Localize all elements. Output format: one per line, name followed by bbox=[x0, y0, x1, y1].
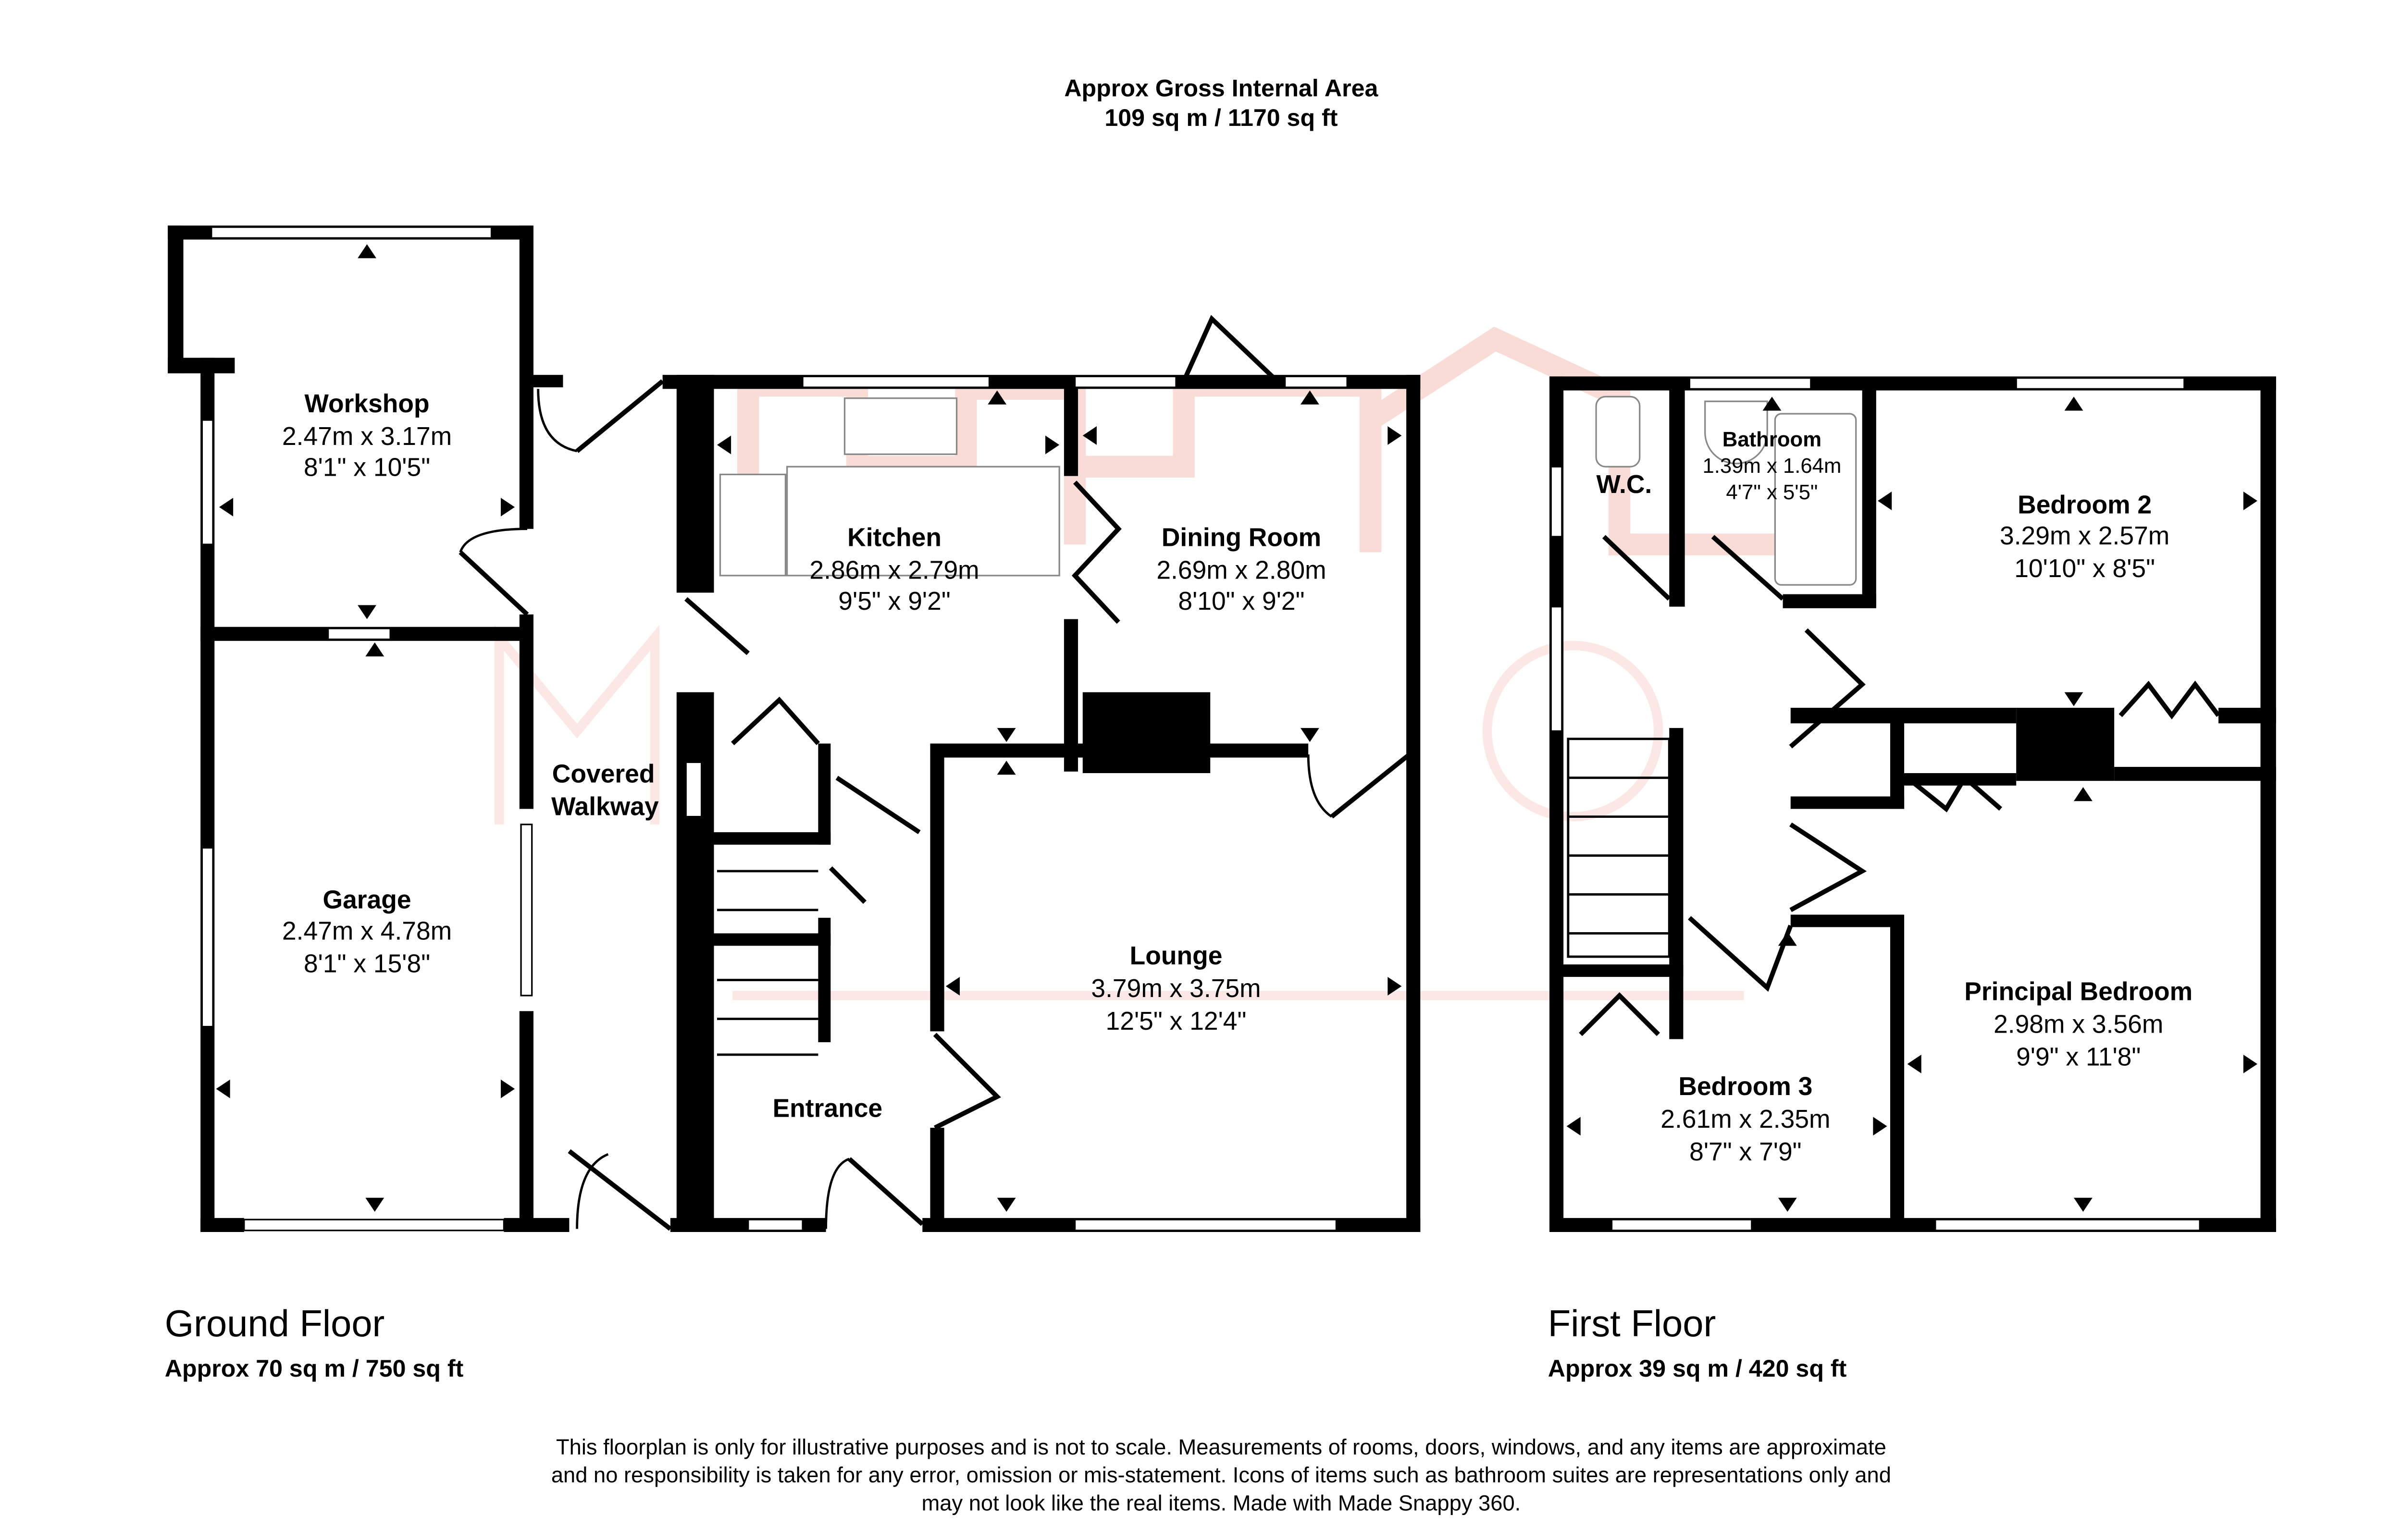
room-imperial: 10'10" x 8'5" bbox=[2014, 554, 2155, 583]
room-imperial: 8'1" x 15'8" bbox=[304, 949, 430, 978]
dimension-arrows bbox=[216, 244, 2257, 1212]
room-name: Bedroom 3 bbox=[1678, 1072, 1812, 1101]
room-metric: 2.47m x 4.78m bbox=[282, 917, 452, 945]
room-bedroom-2: Bedroom 2 3.29m x 2.57m 10'10" x 8'5" bbox=[2000, 491, 2169, 583]
ground-floor-label: Ground Floor bbox=[165, 1303, 385, 1344]
room-imperial: 12'5" x 12'4" bbox=[1106, 1007, 1247, 1035]
room-name: Entrance bbox=[773, 1094, 883, 1122]
room-name: Bathroom bbox=[1722, 428, 1821, 451]
room-metric: 2.47m x 3.17m bbox=[282, 422, 452, 451]
ground-floor-walls bbox=[168, 225, 1421, 1232]
room-name: Garage bbox=[323, 886, 411, 914]
room-metric: 2.61m x 2.35m bbox=[1660, 1105, 1830, 1133]
ground-floor-area: Approx 70 sq m / 750 sq ft bbox=[165, 1355, 464, 1382]
room-name: Dining Room bbox=[1162, 523, 1321, 552]
room-name: W.C. bbox=[1597, 470, 1652, 499]
room-name: Kitchen bbox=[847, 523, 941, 552]
room-name: Workshop bbox=[305, 390, 430, 418]
room-imperial: 8'7" x 7'9" bbox=[1689, 1138, 1802, 1166]
room-imperial: 8'10" x 9'2" bbox=[1178, 587, 1304, 616]
room-dining: Dining Room 2.69m x 2.80m 8'10" x 9'2" bbox=[1156, 523, 1326, 616]
room-metric: 1.39m x 1.64m bbox=[1702, 454, 1841, 478]
disclaimer: This floorplan is only for illustrative … bbox=[551, 1435, 1891, 1515]
room-wc: W.C. bbox=[1597, 470, 1652, 499]
gross-area-value: 109 sq m / 1170 sq ft bbox=[1104, 104, 1338, 131]
room-name: Principal Bedroom bbox=[1964, 978, 2192, 1006]
room-covered-walkway: Covered Walkway bbox=[551, 760, 659, 821]
first-floor-walls bbox=[1549, 376, 2276, 1232]
room-name-2: Walkway bbox=[551, 792, 659, 821]
room-imperial: 4'7" x 5'5" bbox=[1726, 480, 1818, 504]
room-lounge: Lounge 3.79m x 3.75m 12'5" x 12'4" bbox=[1091, 942, 1261, 1035]
room-imperial: 9'5" x 9'2" bbox=[838, 587, 950, 616]
room-imperial: 8'1" x 10'5" bbox=[304, 454, 430, 482]
first-floor-label: First Floor bbox=[1548, 1303, 1716, 1344]
room-metric: 3.79m x 3.75m bbox=[1091, 974, 1261, 1003]
first-floor-area: Approx 39 sq m / 420 sq ft bbox=[1548, 1355, 1847, 1382]
disclaimer-line: may not look like the real items. Made w… bbox=[922, 1491, 1521, 1515]
room-kitchen: Kitchen 2.86m x 2.79m 9'5" x 9'2" bbox=[809, 523, 979, 616]
room-workshop: Workshop 2.47m x 3.17m 8'1" x 10'5" bbox=[282, 390, 452, 482]
room-metric: 3.29m x 2.57m bbox=[2000, 522, 2169, 550]
room-name: Bedroom 2 bbox=[2018, 491, 2152, 519]
room-imperial: 9'9" x 11'8" bbox=[2016, 1043, 2141, 1072]
disclaimer-line: and no responsibility is taken for any e… bbox=[551, 1463, 1891, 1487]
room-metric: 2.69m x 2.80m bbox=[1156, 556, 1326, 584]
room-bedroom-3: Bedroom 3 2.61m x 2.35m 8'7" x 7'9" bbox=[1660, 1072, 1830, 1166]
room-name: Covered bbox=[552, 760, 655, 788]
room-entrance: Entrance bbox=[773, 1094, 883, 1122]
disclaimer-line: This floorplan is only for illustrative … bbox=[556, 1435, 1886, 1459]
room-garage: Garage 2.47m x 4.78m 8'1" x 15'8" bbox=[282, 886, 452, 978]
room-bathroom: Bathroom 1.39m x 1.64m 4'7" x 5'5" bbox=[1702, 428, 1841, 504]
room-name: Lounge bbox=[1130, 942, 1223, 970]
gross-area-title: Approx Gross Internal Area bbox=[1064, 75, 1378, 102]
room-metric: 2.86m x 2.79m bbox=[809, 556, 979, 584]
room-metric: 2.98m x 3.56m bbox=[1994, 1010, 2163, 1039]
room-principal-bedroom: Principal Bedroom 2.98m x 3.56m 9'9" x 1… bbox=[1964, 978, 2192, 1072]
